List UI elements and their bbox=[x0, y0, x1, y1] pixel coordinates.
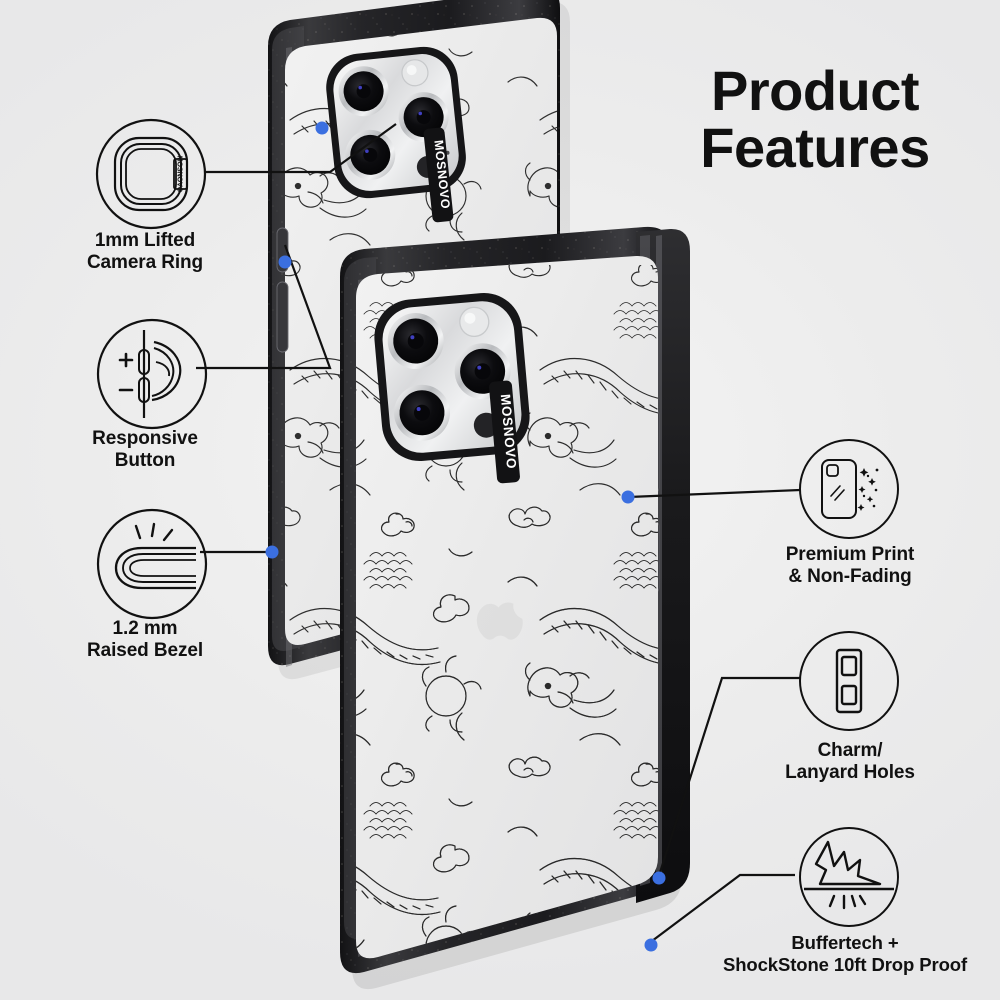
callout-label-lanyard-holes-line-1: Charm/ bbox=[817, 740, 883, 761]
callout-label-lanyard-holes: Charm/ Lanyard Holes bbox=[740, 740, 960, 785]
connector-dot-raised-bezel bbox=[265, 545, 279, 559]
page-title-line-2: Features bbox=[700, 116, 930, 180]
svg-text:MOSNOVO: MOSNOVO bbox=[176, 156, 183, 193]
callout-label-responsive-button-line-2: Button bbox=[114, 450, 176, 472]
callout-label-raised-bezel-line-1: 1.2 mm bbox=[112, 618, 178, 639]
connector-drop-proof bbox=[647, 873, 795, 945]
connector-camera-ring bbox=[205, 123, 397, 174]
raised-bezel-icon bbox=[96, 508, 208, 620]
connector-dot-drop-proof bbox=[644, 938, 658, 952]
callout-label-drop-proof-line-1: Buffertech + bbox=[791, 932, 899, 953]
volume-button-finger-icon bbox=[96, 318, 208, 430]
callout-label-camera-ring-line-2: Camera Ring bbox=[86, 252, 204, 274]
connector-dot-camera-ring bbox=[315, 121, 329, 135]
connector-lanyard-holes bbox=[655, 676, 800, 883]
brand-logo-badge-front: MOSNOVO bbox=[489, 380, 520, 484]
callout-label-premium-print-line-2: & Non-Fading bbox=[788, 566, 912, 588]
phone-case-sparkle-icon bbox=[799, 439, 899, 539]
page-title-line-1: Product bbox=[710, 59, 920, 122]
lanyard-holes-icon bbox=[799, 631, 899, 731]
callout-label-camera-ring: 1mm Lifted Camera Ring bbox=[30, 230, 260, 275]
callout-label-camera-ring-line-1: 1mm Lifted bbox=[94, 230, 196, 251]
callout-label-drop-proof: Buffertech + ShockStone 10ft Drop Proof bbox=[690, 932, 1000, 976]
page-title: Product Features bbox=[640, 62, 990, 176]
camera-module-rear bbox=[326, 46, 466, 199]
brand-logo-text-front: MOSNOVO bbox=[498, 393, 520, 469]
connector-responsive-button bbox=[196, 244, 332, 370]
impact-burst-icon bbox=[799, 827, 899, 927]
callout-label-premium-print: Premium Print & Non-Fading bbox=[740, 544, 960, 589]
connector-endpoint-dots bbox=[265, 121, 666, 952]
brand-logo-badge-rear: MOSNOVO bbox=[423, 127, 454, 223]
connector-dot-lanyard-holes bbox=[652, 871, 666, 885]
callout-label-responsive-button: Responsive Button bbox=[30, 428, 260, 473]
phone-case-front: MOSNOVO bbox=[340, 226, 690, 990]
callout-label-premium-print-line-1: Premium Print bbox=[785, 544, 915, 565]
connector-premium-print bbox=[627, 488, 801, 499]
callout-label-raised-bezel-line-2: Raised Bezel bbox=[86, 640, 204, 662]
connector-dot-responsive-button bbox=[278, 255, 292, 269]
callout-label-drop-proof-line-2: ShockStone 10ft Drop Proof bbox=[722, 953, 968, 975]
camera-ring-icon: MOSNOVO bbox=[95, 118, 207, 230]
connector-dot-premium-print bbox=[621, 490, 635, 504]
callout-label-lanyard-holes-line-2: Lanyard Holes bbox=[785, 762, 915, 784]
callout-label-responsive-button-line-1: Responsive bbox=[92, 428, 198, 449]
callout-label-raised-bezel: 1.2 mm Raised Bezel bbox=[30, 618, 260, 663]
